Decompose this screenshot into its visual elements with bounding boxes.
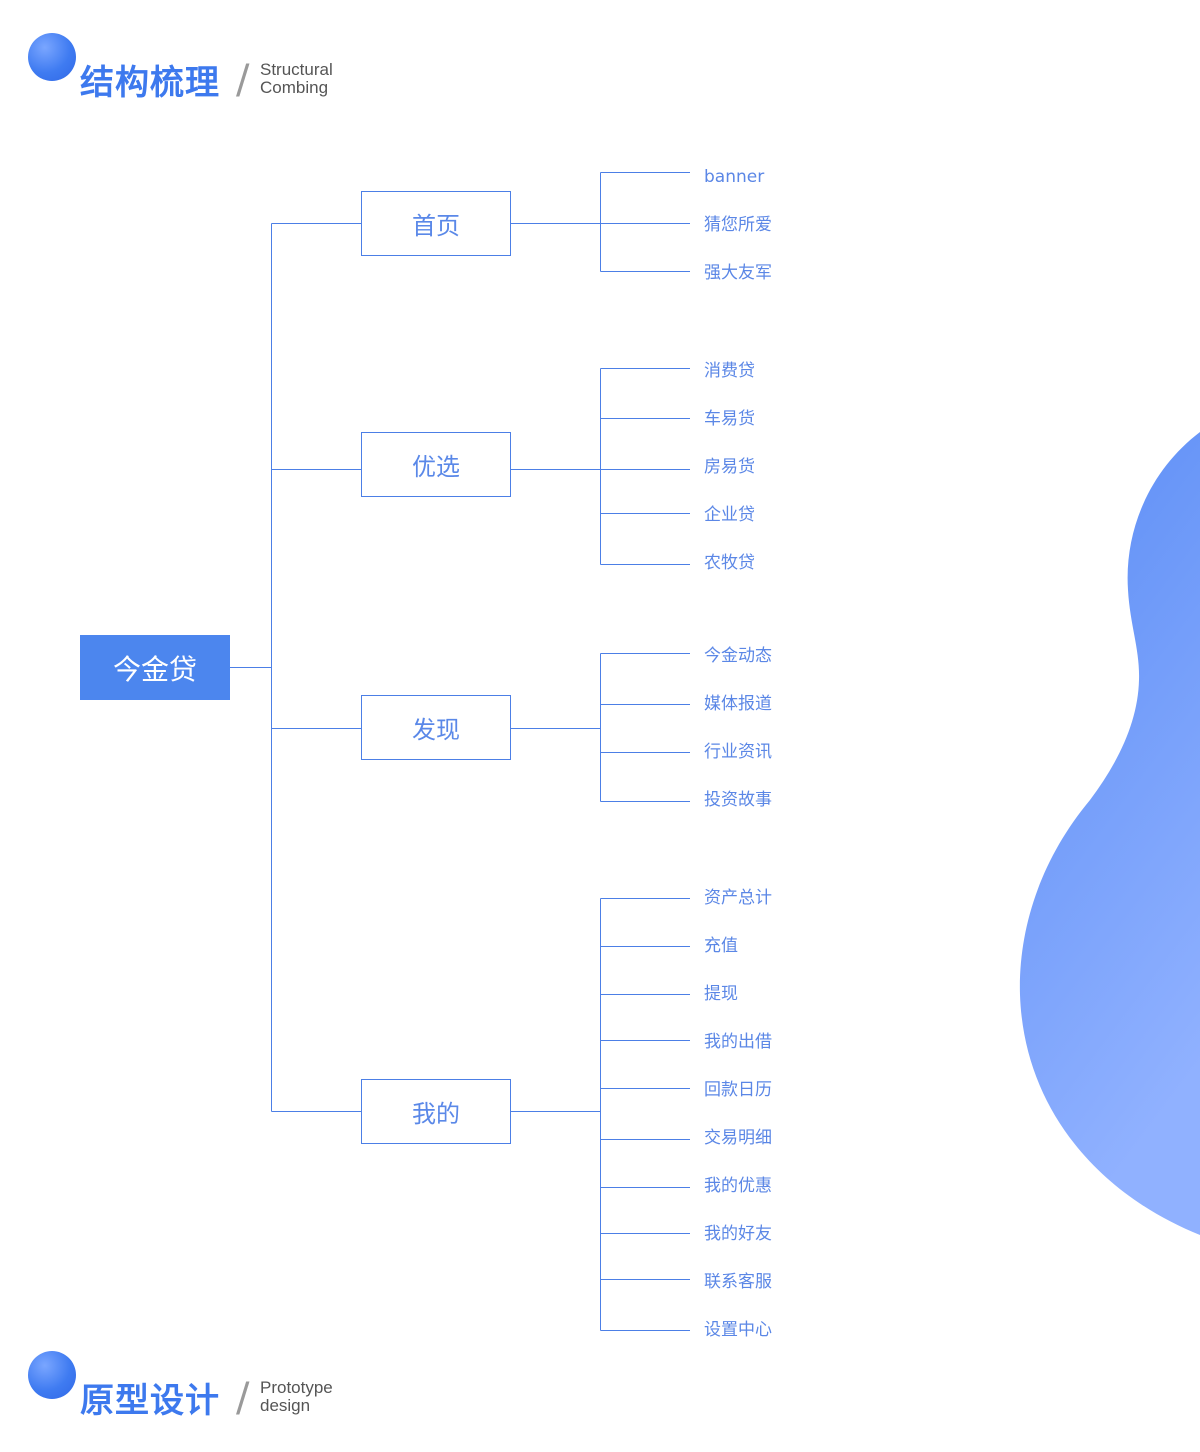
leaf-node: 我的出借 <box>704 1032 772 1052</box>
branch-node-mine: 我的 <box>361 1079 511 1144</box>
leaf-node: 今金动态 <box>704 646 772 666</box>
branch-node-featured: 优选 <box>361 432 511 497</box>
header-dot-icon <box>28 33 76 81</box>
section-header-structural-combing: 结构梳理 / Structural Combing <box>28 33 428 103</box>
leaf-node: 投资故事 <box>704 790 772 810</box>
leaf-node: 充值 <box>704 936 738 956</box>
leaf-node: 提现 <box>704 984 738 1004</box>
leaf-node: 房易货 <box>704 457 755 477</box>
leaf-node: 我的优惠 <box>704 1176 772 1196</box>
section-title: 结构梳理 <box>80 63 220 103</box>
leaf-node: 交易明细 <box>704 1128 772 1148</box>
section-subtitle: Structural Combing <box>260 61 333 97</box>
slash-divider: / <box>236 57 250 103</box>
leaf-node: 联系客服 <box>704 1272 772 1292</box>
leaf-node: 强大友军 <box>704 263 772 283</box>
leaf-node: 消费贷 <box>704 361 755 381</box>
leaf-node: 车易货 <box>704 409 755 429</box>
leaf-node: 猜您所爱 <box>704 215 772 235</box>
root-node: 今金贷 <box>80 635 230 700</box>
leaf-node: 农牧贷 <box>704 553 755 573</box>
leaf-node: banner <box>704 167 765 187</box>
leaf-node: 回款日历 <box>704 1080 772 1100</box>
branch-node-discover: 发现 <box>361 695 511 760</box>
branch-node-home: 首页 <box>361 191 511 256</box>
leaf-node: 企业贷 <box>704 505 755 525</box>
section-title: 原型设计 <box>80 1381 220 1421</box>
subtitle-line-1: Structural <box>260 60 333 79</box>
header-dot-icon <box>28 1351 76 1399</box>
leaf-node: 我的好友 <box>704 1224 772 1244</box>
leaf-node: 设置中心 <box>704 1320 772 1340</box>
leaf-node: 媒体报道 <box>704 694 772 714</box>
section-header-prototype-design: 原型设计 / Prototype design <box>28 1351 428 1421</box>
section-subtitle: Prototype design <box>260 1379 333 1415</box>
slash-divider: / <box>236 1375 250 1421</box>
subtitle-line-2: Combing <box>260 78 329 97</box>
subtitle-line-1: Prototype <box>260 1378 333 1397</box>
subtitle-line-2: design <box>260 1396 311 1415</box>
leaf-node: 行业资讯 <box>704 742 772 762</box>
leaf-node: 资产总计 <box>704 888 772 908</box>
